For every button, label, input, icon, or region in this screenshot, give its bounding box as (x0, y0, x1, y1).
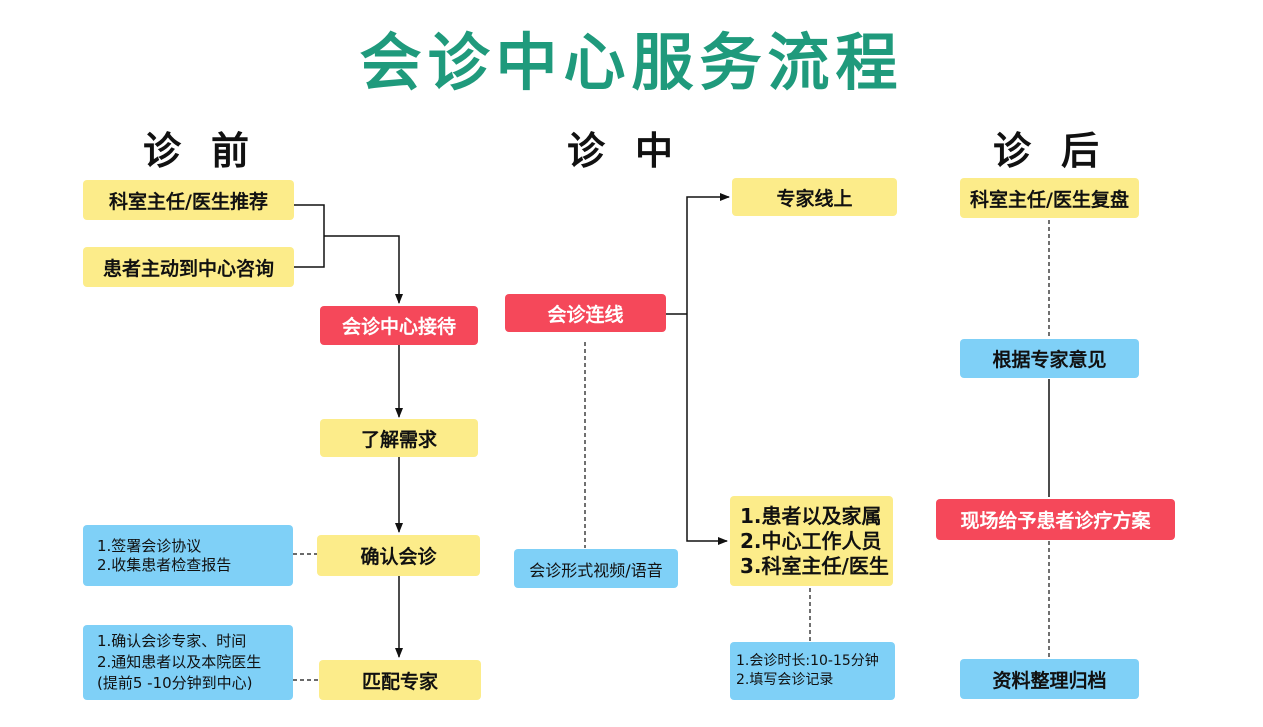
step-needs: 了解需求 (320, 419, 478, 457)
participants-line-1: 1.患者以及家属 (740, 503, 882, 528)
step-confirm: 确认会诊 (317, 535, 480, 576)
step-expert-online: 专家线上 (732, 178, 897, 216)
step-archive: 资料整理归档 (960, 659, 1139, 699)
note-match-line-2: 2.通知患者以及本院医生 (97, 653, 262, 671)
step-opinion: 根据专家意见 (960, 339, 1139, 378)
step-plan: 现场给予患者诊疗方案 (936, 499, 1175, 540)
step-reception: 会诊中心接待 (320, 306, 478, 345)
participants-line-3: 3.科室主任/医生 (740, 553, 889, 578)
step-consult: 患者主动到中心咨询 (83, 247, 294, 287)
participants-line-2: 2.中心工作人员 (740, 528, 882, 553)
note-duration-line-1: 1.会诊时长:10-15分钟 (736, 653, 879, 669)
step-form: 会诊形式视频/语音 (514, 549, 678, 588)
note-match: 1.确认会诊专家、时间 2.通知患者以及本院医生 (提前5 -10分钟到中心) (83, 625, 293, 700)
arrow-to-expert-online (686, 193, 730, 314)
column-heading-during: 诊中 (567, 129, 704, 173)
step-participants: 1.患者以及家属 2.中心工作人员 3.科室主任/医生 (730, 496, 893, 586)
page-title: 会诊中心服务流程 (359, 26, 904, 99)
note-duration-line-2: 2.填写会诊记录 (736, 672, 834, 688)
step-review: 科室主任/医生复盘 (960, 178, 1139, 218)
note-duration: 1.会诊时长:10-15分钟 2.填写会诊记录 (730, 642, 895, 700)
note-confirm: 1.签署会诊协议 2.收集患者检查报告 (83, 525, 293, 586)
note-match-line-1: 1.确认会诊专家、时间 (97, 632, 247, 650)
arrow-to-participants (686, 314, 728, 545)
connector-merge-to-reception (324, 235, 403, 304)
step-recommend: 科室主任/医生推荐 (83, 180, 294, 220)
column-heading-after: 诊后 (993, 129, 1130, 173)
connector-recommend (294, 204, 325, 268)
note-confirm-line-2: 2.收集患者检查报告 (97, 555, 232, 574)
step-match: 匹配专家 (319, 660, 481, 700)
note-match-line-3: (提前5 -10分钟到中心) (97, 674, 253, 692)
column-heading-before: 诊前 (143, 129, 280, 173)
note-confirm-line-1: 1.签署会诊协议 (97, 536, 202, 555)
step-connect: 会诊连线 (505, 294, 666, 332)
